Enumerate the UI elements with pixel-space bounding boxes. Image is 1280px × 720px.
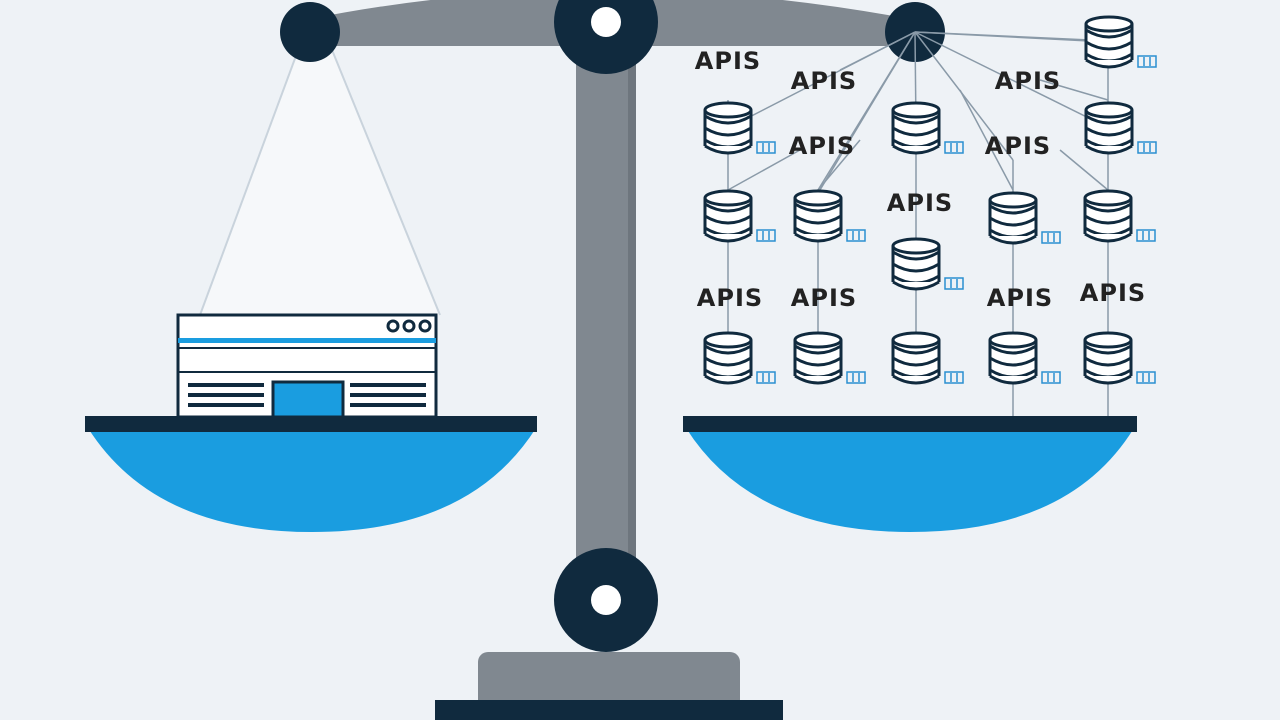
api-label: APIS: [985, 132, 1051, 160]
code-brackets-icon: [1136, 371, 1156, 384]
right-pan-bowl: [686, 428, 1134, 532]
base-pedestal: [478, 652, 740, 712]
database-icon: [703, 331, 776, 385]
left-pan-rim: [85, 416, 537, 432]
left-pan-strings: [199, 44, 441, 316]
code-brackets-icon: [756, 141, 776, 154]
code-brackets-icon: [944, 141, 964, 154]
database-icon: [703, 101, 776, 155]
code-brackets-icon: [1137, 55, 1157, 68]
database-icon: [1084, 101, 1157, 155]
window-dot-icon: [386, 319, 400, 333]
code-brackets-icon: [944, 277, 964, 290]
database-cluster: [703, 15, 1157, 385]
connection-line: [914, 31, 1110, 129]
api-label: APIS: [1080, 279, 1146, 307]
api-label: APIS: [697, 284, 763, 312]
connection-line: [817, 139, 861, 191]
top-pivot: [554, 0, 658, 74]
connection-line: [959, 89, 1014, 191]
base-plate: [435, 700, 783, 720]
api-label: APIS: [695, 47, 761, 75]
window-dot-icon: [418, 319, 432, 333]
api-label: APIS: [887, 189, 953, 217]
database-icon: [793, 189, 866, 243]
code-brackets-icon: [1041, 371, 1061, 384]
code-brackets-icon: [846, 229, 866, 242]
connection-line: [839, 31, 916, 71]
scale-post: [576, 50, 636, 610]
service-connections: [727, 31, 1110, 416]
database-icon: [891, 101, 964, 155]
scale-base: [435, 652, 783, 720]
api-label: APIS: [789, 132, 855, 160]
bottom-pivot: [554, 548, 658, 652]
database-icon: [793, 331, 866, 385]
light-rays: [200, 45, 440, 315]
database-icon: [988, 331, 1061, 385]
api-labels: APIS APIS APIS APIS APIS APIS APIS APIS APIS APIS: [695, 47, 1146, 312]
database-icon: [891, 237, 964, 291]
left-pan: [85, 416, 537, 532]
api-label: APIS: [791, 284, 857, 312]
database-icon: [1083, 189, 1156, 243]
database-icon: [1084, 15, 1157, 69]
connection-line: [819, 31, 916, 191]
database-icon: [703, 189, 776, 243]
database-icon: [1083, 331, 1156, 385]
right-pan-rim: [683, 416, 1137, 432]
code-brackets-icon: [846, 371, 866, 384]
code-brackets-icon: [756, 371, 776, 384]
database-icon: [891, 331, 964, 385]
connection-line: [1039, 79, 1109, 101]
connection-line: [1059, 149, 1109, 191]
code-brackets-icon: [1137, 141, 1157, 154]
post-shadow: [628, 50, 636, 610]
left-pan-bowl: [88, 428, 536, 532]
code-brackets-icon: [1041, 231, 1061, 244]
code-brackets-icon: [756, 229, 776, 242]
database-icon: [988, 191, 1061, 245]
api-label: APIS: [995, 67, 1061, 95]
code-brackets-icon: [944, 371, 964, 384]
browser-window-icon: [176, 313, 438, 419]
left-pivot: [280, 2, 340, 62]
right-pan: [683, 416, 1137, 532]
window-dot-icon: [402, 319, 416, 333]
api-label: APIS: [987, 284, 1053, 312]
connection-line: [914, 31, 1091, 41]
code-brackets-icon: [1136, 229, 1156, 242]
connection-line: [727, 149, 801, 191]
api-label: APIS: [791, 67, 857, 95]
